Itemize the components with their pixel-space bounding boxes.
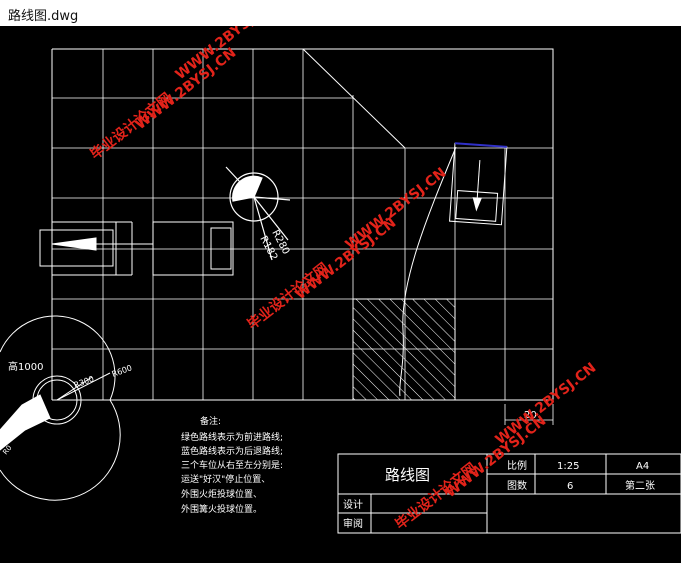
notes-line: 外围火炬投球位置、 [181, 488, 262, 500]
hatched-zone [352, 298, 456, 401]
field-boundary [51, 48, 554, 401]
route-path [399, 146, 457, 397]
drawing-name: 路线图 [385, 466, 430, 484]
watermark-text: WWW.2BYSJ.CN [443, 413, 550, 501]
paper-size: A4 [636, 461, 649, 472]
title-block [337, 453, 681, 534]
circle-height-label: 高1000 [8, 360, 43, 373]
scale-value: 1:25 [557, 461, 579, 472]
left-robot [39, 221, 140, 276]
notes-block: 备注: 绿色路线表示为前进路线; 蓝色路线表示为后退路线; 三个车位从右至左分别… [181, 415, 283, 515]
sheet-count-label: 图数 [507, 479, 527, 492]
notes-line: 绿色路线表示为前进路线; [181, 431, 283, 443]
window-titlebar: 路线图.dwg [0, 0, 681, 27]
review-label: 审阅 [343, 517, 363, 530]
watermark-text: WWW.2BYSJ.CN [343, 165, 450, 253]
dimension-width [504, 404, 554, 425]
design-label: 设计 [343, 498, 363, 511]
notes-line: 运送"好汉"停止位置、 [181, 473, 270, 485]
launch-circle [0, 315, 121, 501]
circle-target [225, 166, 291, 261]
notes-heading: 备注: [200, 415, 221, 427]
watermark-text: WWW.2BYSJ.CN [133, 45, 240, 133]
middle-robot [140, 221, 234, 276]
drawing-svg: R280 R182 20 高1000 R300 R600 R0 备注: 绿色路线… [0, 0, 681, 534]
notes-line: 外围篝火投球位置。 [181, 503, 262, 515]
right-robot [449, 142, 508, 226]
dimension-r300: R300 [73, 374, 96, 390]
watermark-text: WWW.2BYSJ.CN [493, 360, 600, 448]
window-title: 路线图.dwg [8, 9, 79, 24]
sheet-count-value: 6 [567, 481, 573, 492]
notes-line: 三个车位从右至左分别是: [181, 459, 283, 471]
scale-label: 比例 [507, 459, 527, 472]
notes-line: 蓝色路线表示为后退路线; [181, 445, 283, 457]
sheet-index: 第二张 [625, 479, 655, 492]
dimension-width-label: 20 [524, 410, 537, 421]
field-grid [52, 49, 553, 400]
watermarks: 毕业设计论文网 WWW.2BYSJ.CN WWW.2BYSJ.CN 毕业设计论文… [87, 0, 600, 533]
